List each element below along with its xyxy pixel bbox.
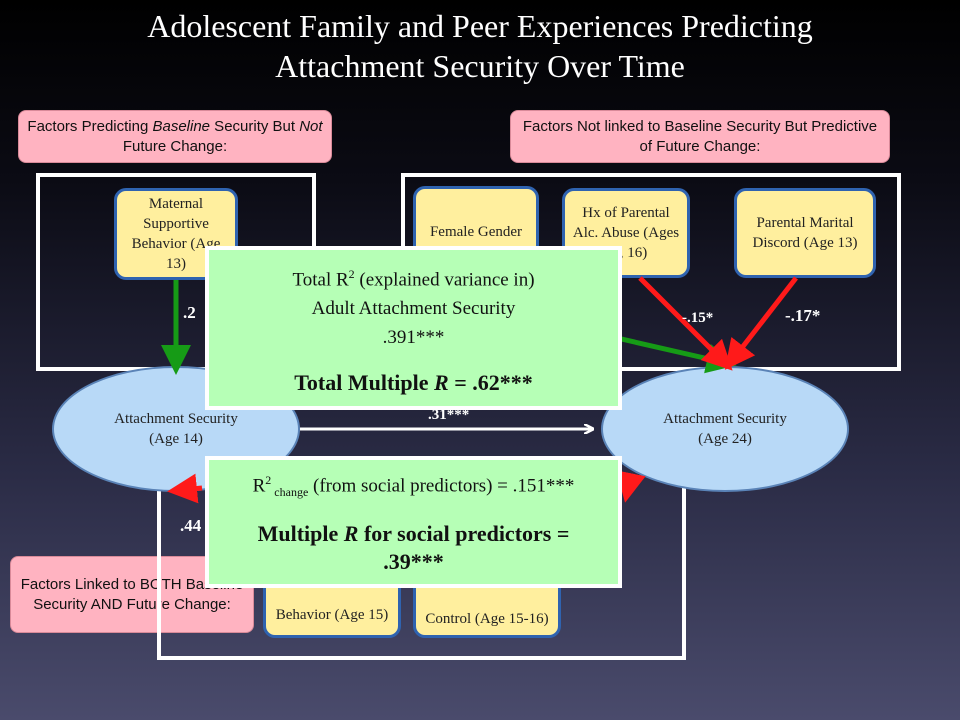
label-future-only: Factors Not linked to Baseline Security …: [510, 110, 890, 163]
total-variance-box: Total R2 (explained variance in) Adult A…: [205, 246, 622, 410]
social-predictors-box: R2 change (from social predictors) = .15…: [205, 456, 622, 588]
label-baseline-only: Factors Predicting Baseline Security But…: [18, 110, 332, 163]
arrow-both-to-age14: [167, 473, 203, 504]
arrow-discord-to-age24: [724, 276, 798, 370]
title-line-2: Attachment Security Over Time: [275, 48, 685, 84]
coef-stability: .31***: [428, 407, 470, 423]
title-line-1: Adolescent Family and Peer Experiences P…: [147, 8, 813, 44]
coef-maternal: .2: [183, 303, 196, 322]
arrow-both-to-age24: [616, 470, 646, 503]
slide-title: Adolescent Family and Peer Experiences P…: [0, 6, 960, 86]
coef-alcohol: -.15*: [682, 310, 714, 326]
predictor-discord: Parental Marital Discord (Age 13): [734, 188, 876, 278]
predictor-alcohol: Hx of Parental Alc. Abuse (Ages 13, 16): [562, 188, 690, 278]
coef-discord: -.17*: [785, 306, 821, 325]
arrow-alcohol-to-age24: [638, 276, 733, 371]
coef-both-left: .44: [180, 516, 202, 535]
